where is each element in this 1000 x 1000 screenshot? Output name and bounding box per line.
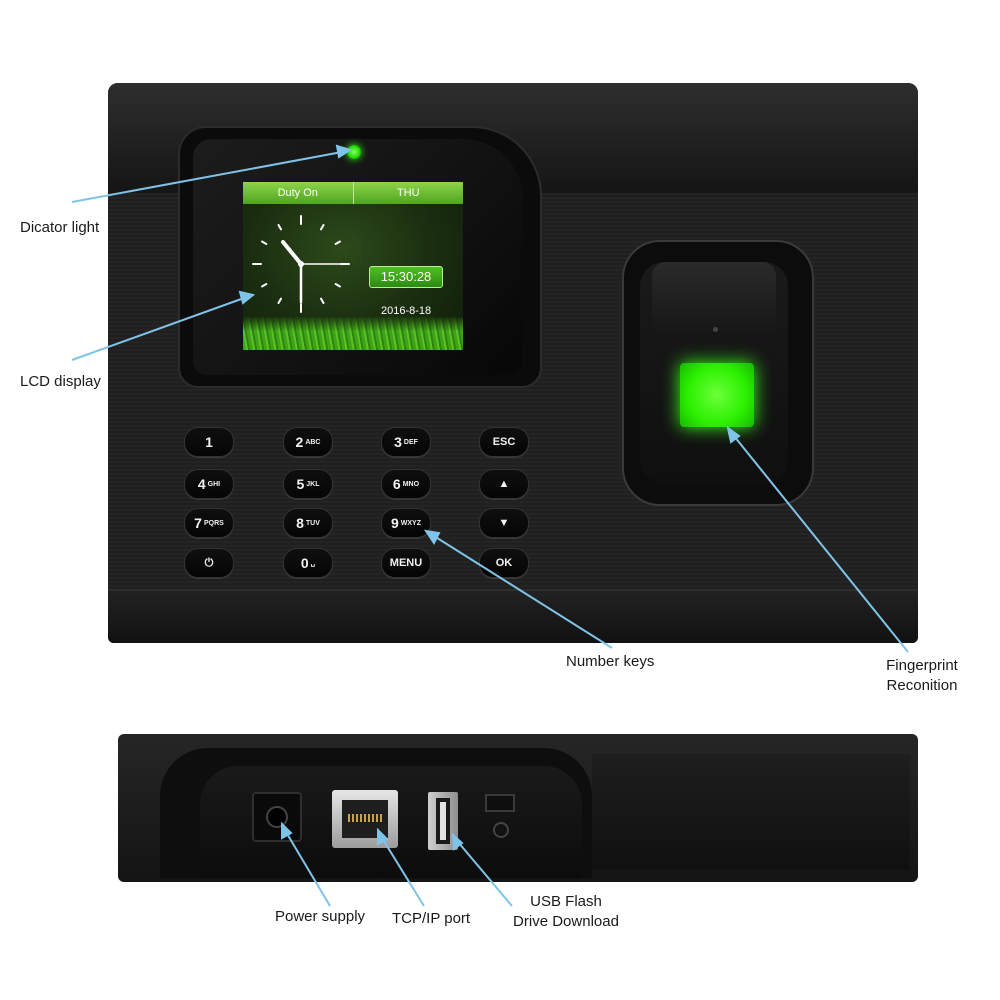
label-tcp-ip-port: TCP/IP port: [392, 910, 471, 927]
lcd-screen: Duty On THU 15:30:28 2016-8-18: [243, 182, 463, 350]
key-label: MENU: [389, 557, 423, 569]
label-lcd-display: LCD display: [20, 373, 101, 390]
lcd-date: 2016-8-18: [381, 305, 432, 317]
lcd-header: Duty On THU: [243, 182, 463, 204]
lcd-duty-status: Duty On: [277, 187, 318, 199]
label-indicator-light: Dicator light: [20, 219, 100, 236]
back-right-panel: [592, 754, 910, 870]
label-usb-line2: Drive Download: [513, 913, 619, 930]
key-number: 3: [394, 434, 402, 450]
key-label: ▲: [498, 478, 510, 490]
key-number: 5: [296, 476, 305, 492]
key-label: ESC: [492, 436, 516, 448]
key-symbol[interactable]: ▲: [479, 469, 529, 499]
power-jack[interactable]: [252, 792, 302, 842]
key-symbol[interactable]: ⏻: [184, 548, 234, 578]
indicator-light: [347, 145, 361, 159]
label-number-keys: Number keys: [566, 653, 655, 670]
label-usb-line1: USB Flash: [530, 893, 602, 910]
key-label: ▼: [498, 517, 510, 529]
label-power-supply: Power supply: [275, 908, 366, 925]
key-letters: ␣: [310, 560, 316, 567]
device-bottom-lip: [108, 589, 918, 643]
callout-tcp-ip: [381, 837, 425, 907]
key-symbol[interactable]: ▼: [479, 508, 529, 538]
key-ok[interactable]: OK: [479, 548, 529, 578]
key-letters: ABC: [305, 438, 321, 446]
screw-icon: [493, 822, 509, 838]
key-letters: DEF: [403, 438, 418, 446]
callout-lcd-display: [71, 297, 245, 361]
lcd-digital-time: 15:30:28: [369, 266, 443, 288]
lcd-weekday: THU: [352, 182, 464, 204]
key-letters: JKL: [306, 480, 320, 488]
key-label: OK: [495, 557, 513, 569]
label-fingerprint-line1: Fingerprint: [886, 657, 958, 674]
key-letters: GHI: [207, 480, 221, 488]
analog-clock-icon: [252, 215, 350, 313]
key-letters: MNO: [402, 480, 420, 488]
label-usb: USB Flash Drive Download: [500, 892, 632, 932]
key-0[interactable]: 0␣: [283, 548, 333, 578]
key-menu[interactable]: MENU: [381, 548, 431, 578]
key-number: 7: [194, 515, 202, 531]
callout-number-keys: [433, 535, 613, 649]
label-fingerprint: Fingerprint Reconition: [868, 656, 976, 696]
key-letters: PQRS: [203, 519, 224, 527]
callout-usb: [457, 841, 513, 907]
key-label: ⏻: [204, 556, 214, 569]
key-number: 2: [295, 434, 304, 450]
key-esc[interactable]: ESC: [479, 427, 529, 457]
key-number: 9: [390, 515, 399, 531]
fingerprint-sensor[interactable]: [680, 363, 754, 427]
auxiliary-port[interactable]: [485, 794, 515, 812]
label-fingerprint-line2: Reconition: [886, 677, 958, 694]
key-number: 4: [197, 476, 206, 492]
key-letters: TUV: [305, 519, 320, 527]
fingerprint-camera-dot: [713, 327, 718, 332]
callout-fingerprint: [733, 435, 909, 653]
callout-power-supply: [285, 831, 331, 907]
lcd-grass-decoration: [243, 316, 463, 350]
callout-indicator-light: [71, 151, 343, 203]
key-letters: WXYZ: [400, 519, 422, 527]
key-number: 6: [392, 476, 401, 492]
key-1[interactable]: 1: [184, 427, 234, 457]
key-number: 0: [300, 555, 309, 571]
key-number: 8: [296, 515, 304, 531]
key-number: 1: [205, 434, 213, 450]
